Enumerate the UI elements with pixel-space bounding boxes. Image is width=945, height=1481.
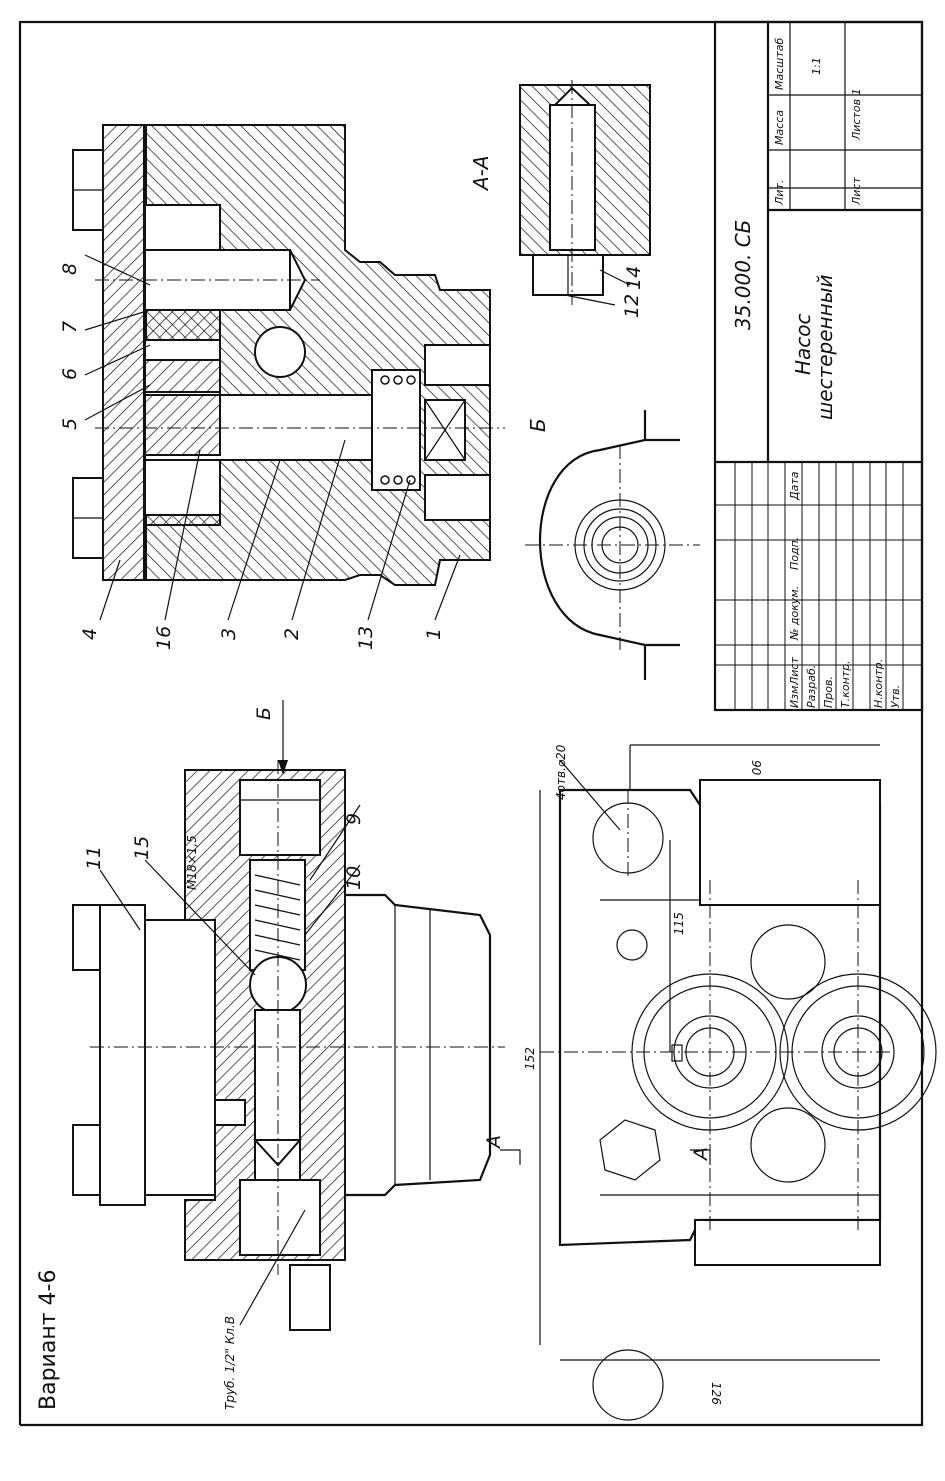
callout-1: 1 [423, 628, 445, 640]
callout-3: 3 [218, 628, 240, 640]
tb-lit: Лит. [773, 180, 786, 206]
pipe-thread-note: Труб. 1/2" Кл.В [223, 1316, 237, 1410]
section-a-right-label: А [690, 1147, 712, 1162]
tb-prov: Пров. [822, 676, 835, 708]
tb-razrab: Разраб. [805, 665, 818, 708]
dim-90: 90 [749, 760, 763, 776]
callout-12: 12 [621, 294, 643, 318]
product-name-line1: Насос [791, 313, 815, 375]
tb-podp: Подп. [788, 537, 801, 570]
tb-mass: Масса [773, 110, 786, 145]
callout-6: 6 [59, 368, 81, 380]
callout-7: 7 [59, 321, 81, 333]
section-aa-label: А-А [469, 155, 493, 192]
callout-11: 11 [83, 846, 105, 870]
view-b-label: Б [526, 418, 550, 432]
main-callouts: 8 7 6 5 4 16 3 2 13 1 [59, 254, 461, 650]
tb-utv: Утв. [889, 685, 902, 708]
section-b-arrow-label: Б [253, 707, 275, 720]
section-aa-detail: 12 14 [519, 80, 651, 318]
callout-2: 2 [281, 628, 303, 640]
product-name-line2: шестеренный [813, 275, 837, 421]
valve-section-view: Б 11 15 9 10 M18×1,5 Труб. 1/2" Кл.В [72, 700, 505, 1410]
main-section-view: А-А [72, 124, 505, 586]
callout-16: 16 [153, 626, 175, 650]
tb-list: Лист [788, 657, 801, 686]
callout-10: 10 [343, 866, 365, 890]
tb-scale: 1:1 [810, 57, 823, 75]
callout-4: 4 [79, 628, 101, 640]
holes-note: 4отв.⌀20 [554, 744, 568, 800]
dim-152: 152 [523, 1047, 537, 1070]
callout-5: 5 [59, 418, 81, 430]
view-b: Б [525, 410, 700, 680]
callout-9: 9 [343, 813, 365, 825]
callout-15: 15 [131, 836, 153, 860]
tb-sheets: Листов 1 [850, 88, 863, 141]
tb-data: Дата [788, 471, 801, 501]
tb-nkontr: Н.контр. [872, 659, 885, 708]
plan-view: 152 126 90 115 4отв.⌀20 А А [483, 744, 937, 1421]
dim-115: 115 [672, 912, 686, 935]
thread-note: M18×1,5 [185, 835, 199, 890]
callout-14: 14 [623, 266, 645, 290]
title-block: 35.000. СБ Насос шестеренный Лит. Масса … [713, 20, 924, 712]
tb-scale-label: Масштаб [773, 38, 786, 90]
tb-tkontr: Т.контр. [839, 660, 852, 708]
callout-13: 13 [355, 626, 377, 650]
callout-8: 8 [59, 263, 81, 275]
tb-ndoc: № докум. [788, 586, 801, 641]
section-a-left-label: А [483, 1135, 505, 1150]
tb-izm: Изм. [788, 682, 801, 708]
variant-label: Вариант 4-6 [36, 1270, 61, 1410]
drawing-code: 35.000. СБ [731, 220, 755, 330]
tb-sheet: Лист [850, 177, 863, 206]
dim-126: 126 [709, 1382, 723, 1405]
